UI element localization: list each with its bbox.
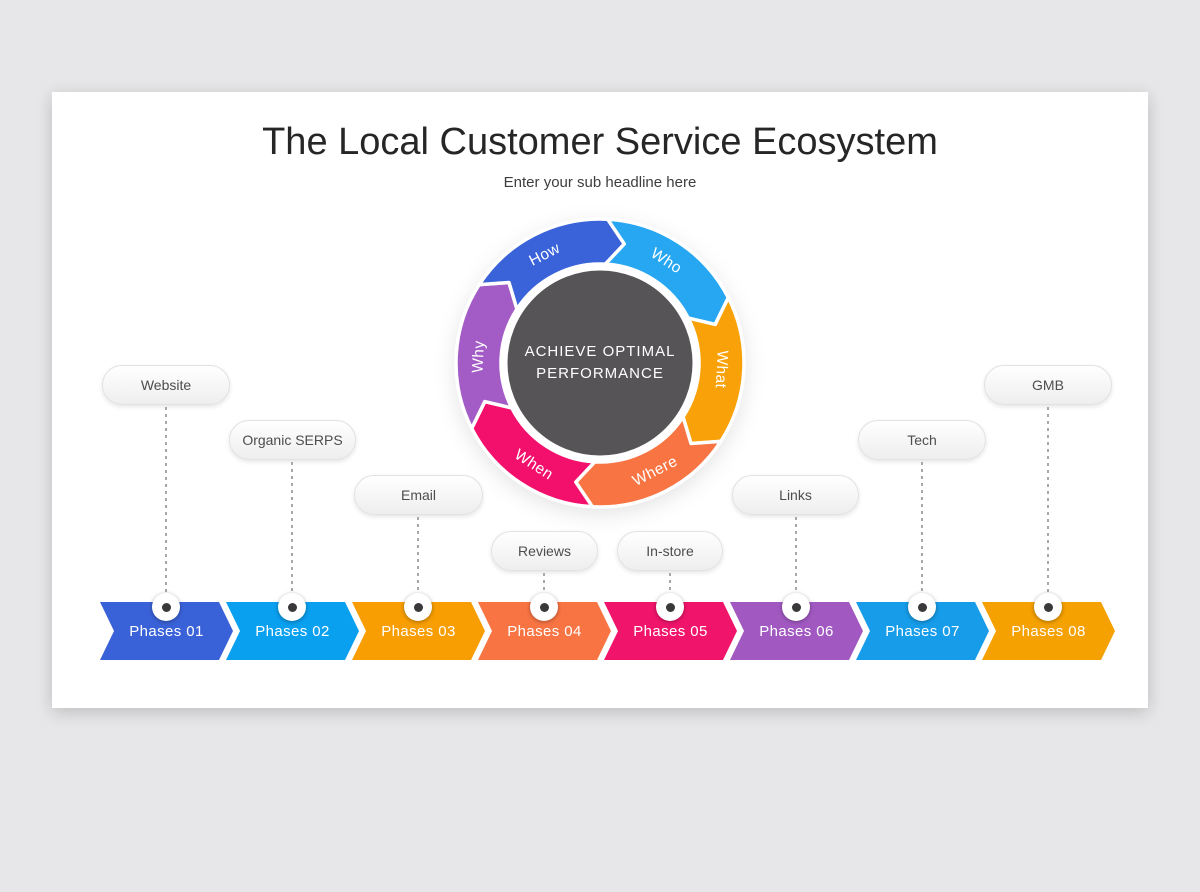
connector-dot xyxy=(1034,593,1062,621)
connector-dashed-line xyxy=(921,462,923,595)
phase-chevron-06: Phases 06 xyxy=(730,602,863,660)
connector-dashed-line xyxy=(795,517,797,595)
center-label-line1: ACHIEVE OPTIMAL xyxy=(525,343,676,360)
phase-chevron-04: Phases 04 xyxy=(478,602,611,660)
page-title: The Local Customer Service Ecosystem xyxy=(262,121,938,163)
connector-dot xyxy=(908,593,936,621)
pill-email: Email xyxy=(354,475,483,515)
phase-label: Phases 07 xyxy=(885,622,960,640)
pill-label: GMB xyxy=(1032,377,1064,393)
connector-dashed-line xyxy=(1047,407,1049,595)
pill-tech: Tech xyxy=(858,420,986,460)
ring-segment-label: Why xyxy=(469,340,488,373)
connector-dot xyxy=(530,593,558,621)
connector-dot xyxy=(278,593,306,621)
connector-dashed-line xyxy=(291,462,293,595)
connector-dot xyxy=(404,593,432,621)
connector-dot xyxy=(656,593,684,621)
page-subtitle: Enter your sub headline here xyxy=(503,174,697,191)
phase-label: Phases 03 xyxy=(381,622,456,640)
phase-label: Phases 08 xyxy=(1011,622,1086,640)
connector-dashed-line xyxy=(543,573,545,595)
phase-chevron-01: Phases 01 xyxy=(100,602,233,660)
connector-dot xyxy=(782,593,810,621)
center-circle xyxy=(502,265,698,461)
pill-label: Email xyxy=(400,487,436,503)
phase-label: Phases 02 xyxy=(255,622,330,640)
pill-links: Links xyxy=(732,475,859,515)
pill-website: Website xyxy=(102,365,230,405)
connector-dashed-line xyxy=(417,517,419,595)
connector-dashed-line xyxy=(165,407,167,595)
connector-dashed-line xyxy=(669,573,671,595)
phase-chevron-07: Phases 07 xyxy=(856,602,989,660)
pill-in-store: In-store xyxy=(617,531,723,571)
phase-chevron-08: Phases 08 xyxy=(982,602,1115,660)
ring-segment-how xyxy=(477,217,626,311)
pill-label: Tech xyxy=(907,432,937,448)
pill-label: Links xyxy=(779,487,812,503)
center-label-line2: PERFORMANCE xyxy=(536,365,664,382)
pill-label: In-store xyxy=(646,543,694,559)
pill-reviews: Reviews xyxy=(491,531,598,571)
slide: The Local Customer Service Ecosystem Ent… xyxy=(52,92,1148,708)
pill-label: Organic SERPS xyxy=(242,432,343,448)
phase-label: Phases 05 xyxy=(633,622,708,640)
pill-label: Reviews xyxy=(518,543,571,559)
ring-segment-label: What xyxy=(712,350,731,389)
pill-gmb: GMB xyxy=(984,365,1112,405)
pill-label: Website xyxy=(140,377,192,393)
phase-label: Phases 06 xyxy=(759,622,834,640)
phase-label: Phases 01 xyxy=(129,622,204,640)
phase-label: Phases 04 xyxy=(507,622,582,640)
pill-organic-serps: Organic SERPS xyxy=(229,420,356,460)
connector-dot xyxy=(152,593,180,621)
